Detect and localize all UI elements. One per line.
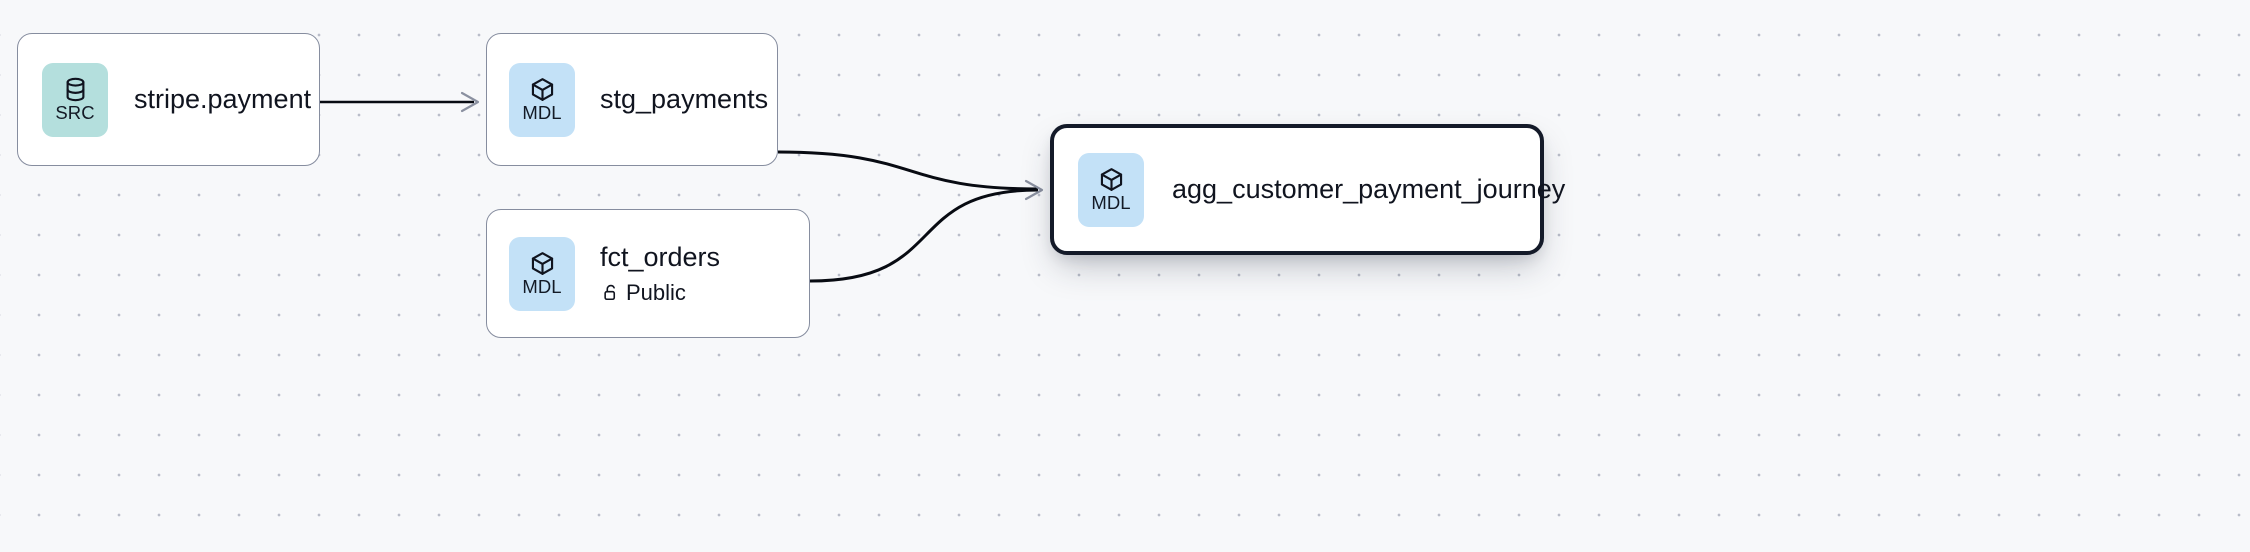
edge-stripe-payment-to-stg-payments — [320, 91, 480, 113]
arrowhead-icon — [460, 91, 480, 113]
lineage-node-agg-customer-payment-journey[interactable]: MDL agg_customer_payment_journey — [1050, 124, 1566, 255]
cube-icon — [531, 252, 553, 276]
node-badge-mdl: MDL — [1078, 152, 1144, 227]
database-icon — [66, 77, 84, 102]
cube-icon — [1100, 168, 1122, 192]
edge-fct-orders-to-agg-customer-payment-journey — [809, 188, 1039, 283]
edge-stg-payments-to-agg-customer-payment-journey — [777, 150, 1039, 191]
cube-icon — [531, 78, 553, 102]
node-body: fct_orders Public — [600, 242, 720, 305]
node-badge-src: SRC — [42, 62, 108, 137]
unlock-icon — [604, 285, 616, 301]
node-visibility: Public — [600, 279, 720, 305]
lineage-node-stripe-payment[interactable]: SRC stripe.payment — [17, 33, 320, 166]
arrowhead-icon — [1024, 179, 1044, 201]
node-badge-label: MDL — [522, 276, 562, 298]
node-body: stg_payments — [600, 84, 768, 116]
node-title: stg_payments — [600, 83, 769, 114]
node-body: stripe.payment — [134, 84, 311, 116]
node-badge-mdl: MDL — [509, 236, 575, 311]
node-visibility-label: Public — [626, 279, 686, 305]
node-title: agg_customer_payment_journey — [1172, 173, 1566, 204]
node-title: fct_orders — [600, 241, 721, 272]
node-badge-mdl: MDL — [509, 62, 575, 137]
node-badge-label: SRC — [55, 102, 95, 124]
node-badge-label: MDL — [1091, 192, 1131, 214]
node-title: stripe.payment — [134, 83, 312, 114]
node-badge-label: MDL — [522, 102, 562, 124]
node-body: agg_customer_payment_journey — [1172, 173, 1566, 206]
lineage-node-stg-payments[interactable]: MDL stg_payments — [486, 33, 778, 166]
lineage-node-fct-orders[interactable]: MDL fct_orders Public — [486, 209, 810, 338]
